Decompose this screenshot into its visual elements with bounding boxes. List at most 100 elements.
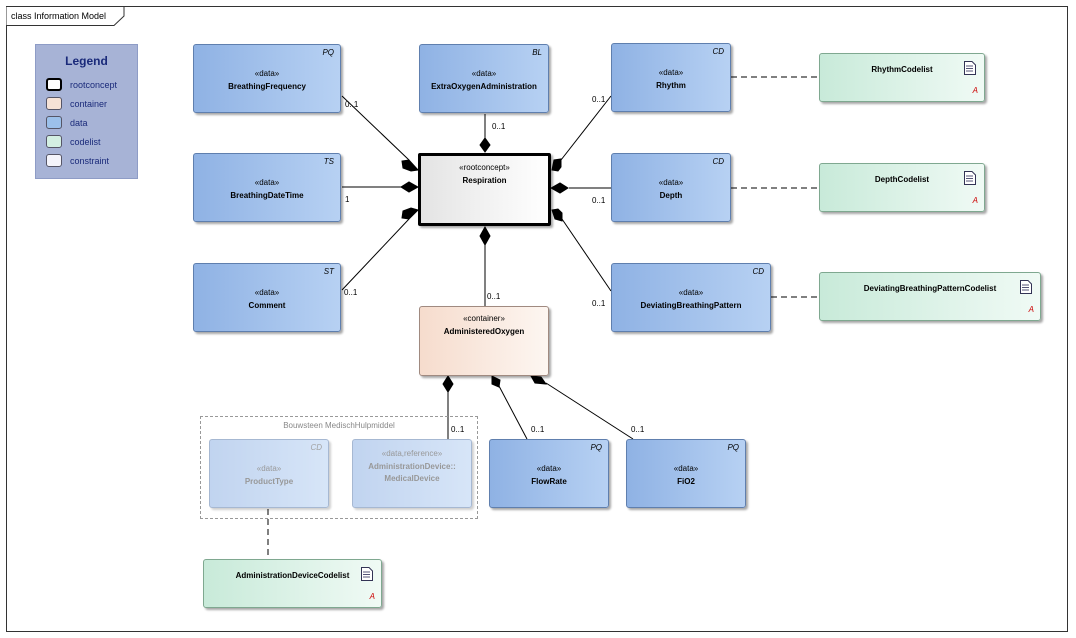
node-comment[interactable]: ST «data» Comment [193,263,341,332]
link-rhythm [560,95,612,161]
node-type: PQ [590,443,602,452]
node-stereotype: «data» [658,178,684,187]
node-stereotype: «data» [254,69,280,78]
diagram-title-tab: class Information Model [6,6,125,26]
composition-diamond-administered-oxygen [479,225,491,247]
node-stereotype: «container» [463,314,505,323]
node-name: BreathingFrequency [228,82,306,91]
link-deviating-pattern [561,218,612,292]
multiplicity-flow-rate: 0..1 [531,425,545,434]
node-name: AdministrationDeviceCodelist [235,571,350,580]
composition-diamond-depth [549,182,569,194]
node-depth-codelist[interactable]: DepthCodelist A [819,163,985,212]
node-rhythm[interactable]: CD «data» Rhythm [611,43,731,112]
node-administration-device[interactable]: «data,reference» AdministrationDevice:: … [352,439,472,508]
node-name: Comment [248,301,286,310]
node-name: RhythmCodelist [871,65,933,74]
node-stereotype: «data» [673,464,699,473]
legend-label: data [70,118,88,128]
link-breathing-frequency [341,95,410,161]
node-extra-oxygen-administration[interactable]: BL «data» ExtraOxygenAdministration [419,44,549,113]
node-name: AdministrationDevice:: [368,462,456,471]
composition-diamond-breathing-frequency [401,159,419,172]
multiplicity-administered-oxygen: 0..1 [487,292,501,301]
group-title: Bouwsteen MedischHulpmiddel [283,421,395,430]
legend-label: rootconcept [70,80,118,90]
link-flow-rate [498,385,528,440]
node-name: DepthCodelist [874,175,930,184]
legend-swatch-rootconcept [46,78,62,91]
multiplicity-rhythm: 0..1 [592,95,606,104]
legend-swatch-codelist [46,135,62,148]
legend-swatch-constraint [46,154,62,167]
node-product-type[interactable]: CD «data» ProductType [209,439,329,508]
node-deviating-breathing-pattern[interactable]: CD «data» DeviatingBreathingPattern [611,263,771,332]
node-stereotype: «data» [471,69,497,78]
tab-outline-icon [6,6,125,26]
legend-swatch-container [46,97,62,110]
composition-diamond-comment [401,207,419,220]
node-name: ExtraOxygenAdministration [431,82,537,91]
composition-diamond-flow-rate [491,375,501,388]
node-depth[interactable]: CD «data» Depth [611,153,731,222]
node-name-line2: MedicalDevice [384,474,440,483]
node-flow-rate[interactable]: PQ «data» FlowRate [489,439,609,508]
node-type: BL [532,48,542,57]
composition-diamond-breathing-datetime [400,181,420,193]
node-administration-device-codelist[interactable]: AdministrationDeviceCodelist A [203,559,382,608]
multiplicity-administration-device: 0..1 [451,425,465,434]
link-comment [341,218,410,291]
abstract-marker: A [1028,305,1034,314]
legend: Legend rootconcept container data codeli… [35,44,138,179]
multiplicity-deviating-pattern: 0..1 [592,299,606,308]
abstract-marker: A [972,196,978,205]
diagram-title: class Information Model [11,11,107,21]
group-medischhulpmiddel: Bouwsteen MedischHulpmiddel [200,416,478,519]
node-stereotype: «data» [254,178,280,187]
node-type: PQ [727,443,739,452]
multiplicity-fio2: 0..1 [631,425,645,434]
node-rhythm-codelist[interactable]: RhythmCodelist A [819,53,985,102]
node-stereotype: «data» [678,288,704,297]
node-stereotype: «data» [254,288,280,297]
node-name: AdministeredOxygen [443,327,525,336]
document-icon [964,171,976,185]
node-stereotype: «data» [256,464,282,473]
node-deviating-pattern-codelist[interactable]: DeviatingBreathingPatternCodelist A [819,272,1041,321]
legend-label: codelist [70,137,101,147]
multiplicity-breathing-frequency: 0..1 [345,100,359,109]
multiplicity-breathing-datetime: 1 [345,195,350,204]
node-name: FlowRate [531,477,567,486]
abstract-marker: A [972,86,978,95]
node-breathing-datetime[interactable]: TS «data» BreathingDateTime [193,153,341,222]
node-name: DeviatingBreathingPatternCodelist [863,284,997,293]
node-fio2[interactable]: PQ «data» FiO2 [626,439,746,508]
node-breathing-frequency[interactable]: PQ «data» BreathingFrequency [193,44,341,113]
node-stereotype: «data» [536,464,562,473]
legend-title: Legend [65,54,108,68]
node-name: FiO2 [677,477,695,486]
node-type: CD [712,47,724,56]
node-type: CD [712,157,724,166]
abstract-marker: A [369,592,375,601]
link-fio2 [545,382,634,440]
composition-diamond-deviating-pattern [551,208,563,222]
node-name: BreathingDateTime [230,191,304,200]
node-type: CD [752,267,764,276]
document-icon [964,61,976,75]
node-type: CD [310,443,322,452]
node-respiration[interactable]: «rootconcept» Respiration [418,153,551,226]
node-name: Depth [659,191,683,200]
node-administered-oxygen[interactable]: «container» AdministeredOxygen [419,306,549,376]
composition-diamond-fio2 [530,375,548,385]
node-type: TS [323,157,334,166]
node-type: PQ [322,48,334,57]
legend-swatch-data [46,116,62,129]
node-stereotype: «data,reference» [381,449,443,458]
composition-diamond-extra-oxygen [479,137,491,153]
multiplicity-extra-oxygen: 0..1 [492,122,506,131]
composition-diamond-administration-device [442,375,454,393]
composition-diamond-rhythm [551,158,562,172]
node-type: ST [323,267,334,276]
node-stereotype: «rootconcept» [459,163,510,172]
